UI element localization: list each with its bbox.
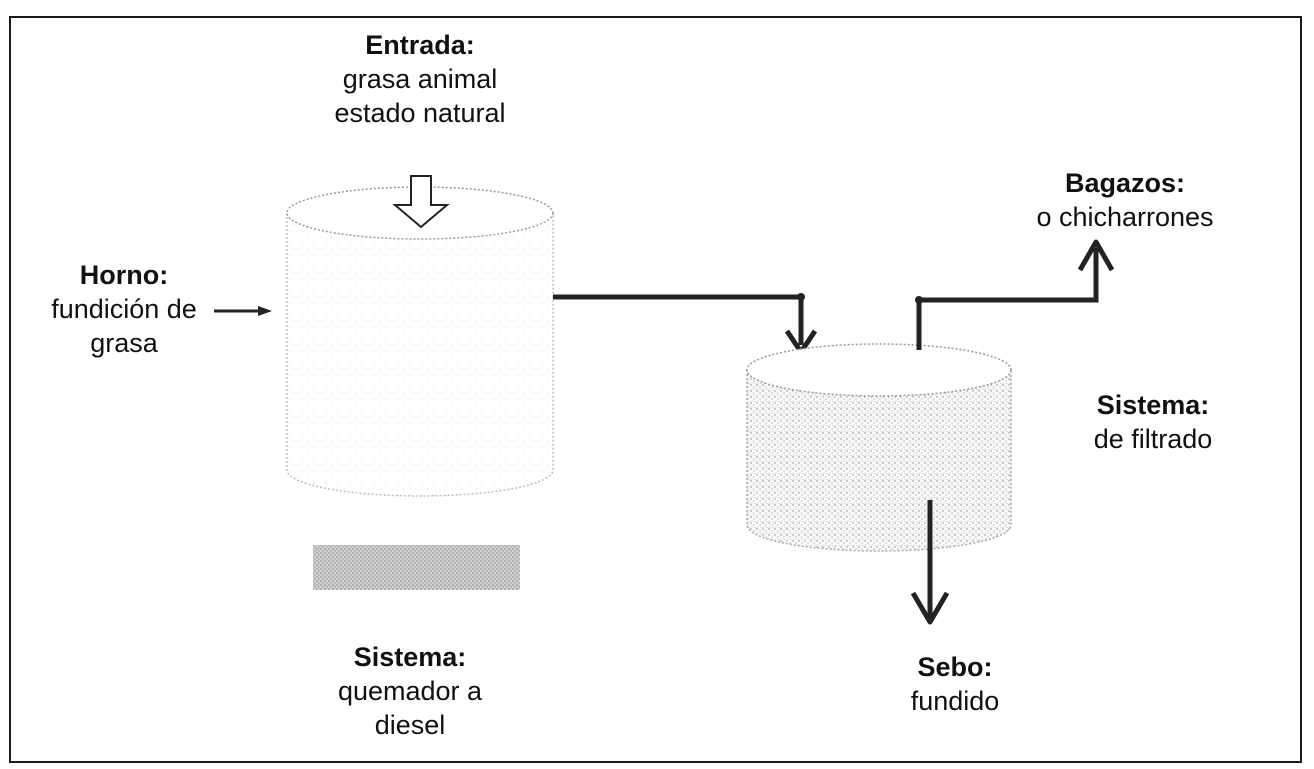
sistema-quemador-line-2: diesel [374, 710, 446, 740]
entrada-line-2: estado natural [334, 98, 506, 128]
sistema-filtrado-label: Sistema: de filtrado [1063, 388, 1243, 456]
burner-block [313, 545, 520, 590]
sistema-filtrado-line-1: de filtrado [1093, 424, 1213, 454]
diagram-frame [9, 16, 1302, 763]
horno-line-2: grasa [90, 328, 158, 358]
input-arrow [392, 175, 450, 229]
horno-line-1: fundición de [51, 294, 197, 324]
pipe-to-filter [553, 293, 818, 355]
bagazos-line-1: o chicharrones [1036, 202, 1214, 232]
bagazos-arrow [915, 239, 1115, 350]
sebo-line-1: fundido [910, 686, 1000, 716]
sistema-quemador-label: Sistema: quemador a diesel [320, 640, 500, 742]
horno-label: Horno: fundición de grasa [40, 258, 208, 360]
filter-tank [746, 343, 1012, 552]
horno-arrow [214, 306, 272, 316]
sebo-title: Sebo: [917, 652, 993, 682]
oven-tank [286, 186, 554, 497]
entrada-title: Entrada: [365, 30, 475, 60]
horno-title: Horno: [79, 260, 169, 290]
sistema-quemador-title: Sistema: [353, 642, 467, 672]
sebo-arrow [910, 500, 950, 625]
entrada-line-1: grasa animal [342, 64, 498, 94]
bagazos-label: Bagazos: o chicharrones [1005, 166, 1245, 234]
sebo-label: Sebo: fundido [880, 650, 1030, 718]
entrada-label: Entrada: grasa animal estado natural [300, 28, 540, 130]
sistema-quemador-line-1: quemador a [337, 676, 483, 706]
bagazos-title: Bagazos: [1064, 168, 1186, 198]
sistema-filtrado-title: Sistema: [1096, 390, 1210, 420]
